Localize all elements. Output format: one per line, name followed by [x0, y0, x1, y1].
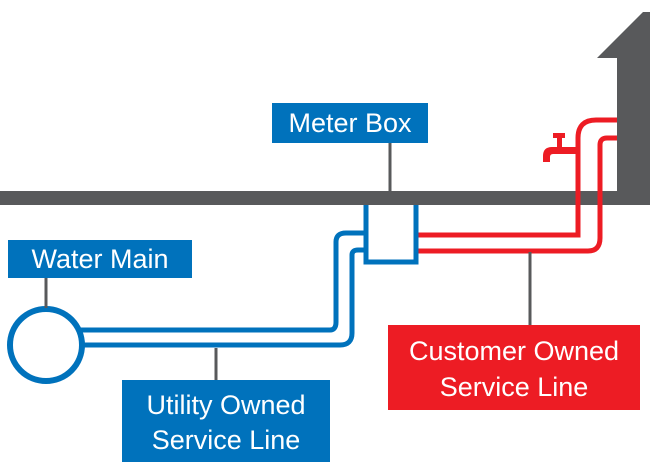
customer-pipe: [418, 117, 617, 254]
customer-label-line2: Service Line: [440, 372, 589, 402]
water-main-pipe: [7, 306, 85, 384]
customer-owned-label: Customer Owned Service Line: [388, 325, 640, 410]
water-main-text: Water Main: [31, 244, 168, 274]
meter-box-label: Meter Box: [272, 103, 428, 143]
meter-box-shape: [363, 205, 419, 265]
ground-line: [0, 191, 650, 205]
water-main-label: Water Main: [8, 240, 192, 278]
house-wall: [597, 12, 650, 205]
customer-label-line1: Customer Owned: [409, 336, 619, 366]
leader-lines: [44, 143, 532, 380]
utility-owned-label: Utility Owned Service Line: [122, 380, 330, 462]
meter-box-text: Meter Box: [288, 108, 412, 138]
utility-label-line2: Service Line: [152, 425, 301, 455]
faucet-icon: [543, 133, 578, 162]
utility-label-line1: Utility Owned: [146, 390, 305, 420]
utility-pipe: [78, 205, 419, 348]
